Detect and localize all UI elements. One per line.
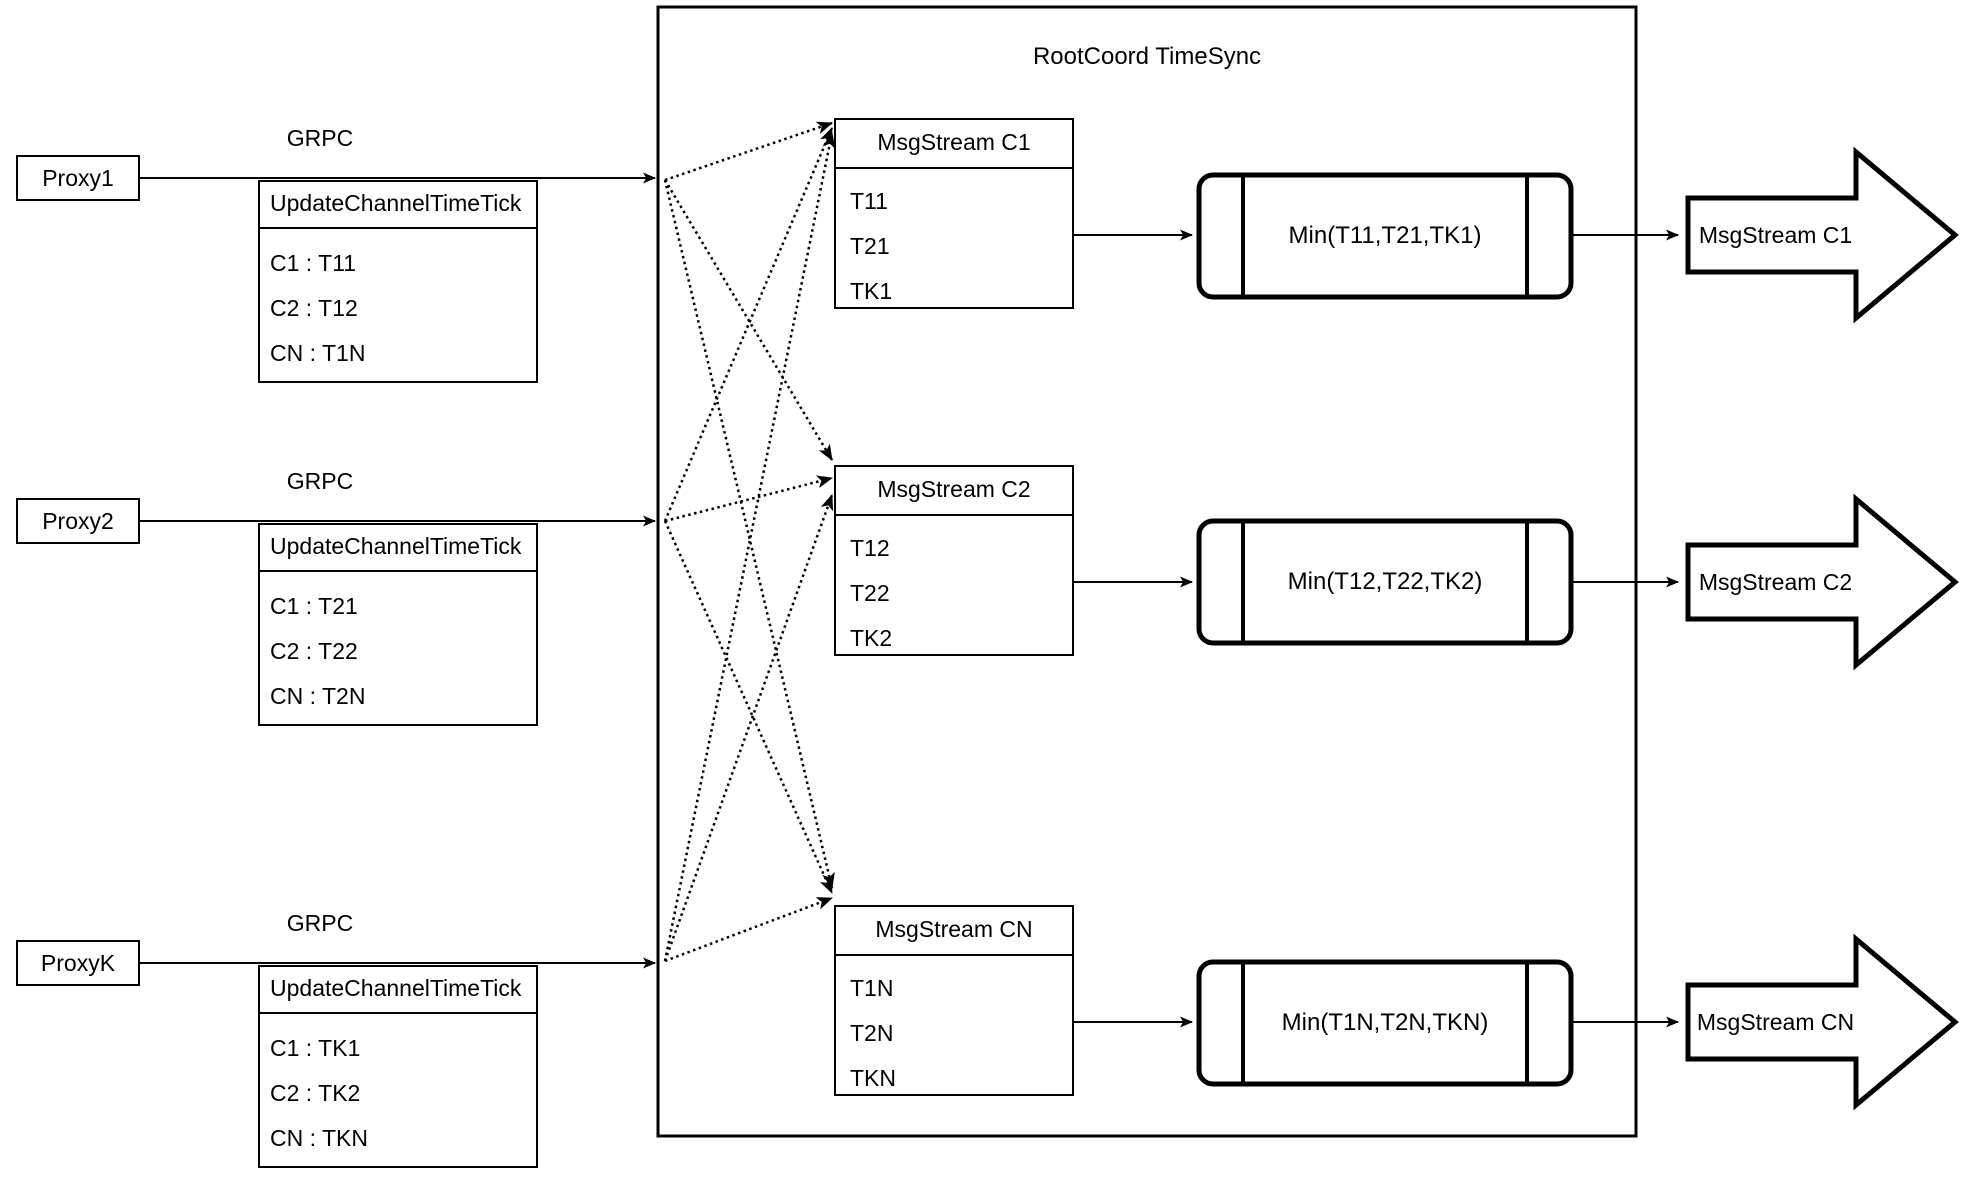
uct-entries: C1 : T21 C2 : T22 CN : T2N [260, 572, 536, 729]
msgstream-tick: T12 [850, 535, 890, 561]
uct-entry: C2 : T22 [270, 638, 358, 664]
uct-entry: CN : T2N [270, 683, 366, 709]
proxy-box-1[interactable]: Proxy1 [16, 155, 140, 201]
uct-entry: C1 : T21 [270, 593, 358, 619]
uct-entry: CN : TKN [270, 1125, 368, 1151]
msgstream-tick: T21 [850, 233, 890, 259]
proxy-label: Proxy2 [42, 507, 114, 534]
rootcoord-title: RootCoord TimeSync [1032, 43, 1262, 70]
msgstream-title: MsgStream C2 [836, 467, 1072, 516]
proxy-label: Proxy1 [42, 164, 114, 191]
grpc-label-1: GRPC [286, 125, 354, 151]
msgstream-tick: T11 [850, 188, 888, 214]
uct-entry: C1 : T11 [270, 250, 357, 276]
min-label-c1: Min(T11,T21,TK1) [1288, 222, 1482, 249]
msgstream-ticks: T1N T2N TKN [836, 956, 1072, 1107]
msgstream-ticks: T12 T22 TK2 [836, 516, 1072, 667]
update-channel-time-tick-box-1: UpdateChannelTimeTick C1 : T11 C2 : T12 … [258, 180, 538, 383]
min-label-cn: Min(T1N,T2N,TKN) [1281, 1009, 1489, 1036]
msgstream-ticks: T11 T21 TK1 [836, 169, 1072, 320]
msgstream-tick: TK2 [850, 625, 893, 651]
uct-entry: CN : T1N [270, 340, 366, 366]
msgstream-tick: T22 [850, 580, 890, 606]
proxy-box-2[interactable]: Proxy2 [16, 498, 140, 544]
msgstream-tick: TKN [850, 1065, 896, 1091]
uct-title: UpdateChannelTimeTick [260, 967, 536, 1014]
output-label-c2: MsgStream C2 [1698, 568, 1853, 595]
uct-entry: C1 : TK1 [270, 1035, 361, 1061]
update-channel-time-tick-box-2: UpdateChannelTimeTick C1 : T21 C2 : T22 … [258, 523, 538, 726]
msgstream-tick: TK1 [850, 278, 893, 304]
output-label-c1: MsgStream C1 [1698, 221, 1853, 248]
uct-entry: C2 : T12 [270, 295, 358, 321]
msgstream-box-cn: MsgStream CN T1N T2N TKN [834, 905, 1074, 1096]
msgstream-box-c1: MsgStream C1 T11 T21 TK1 [834, 118, 1074, 309]
uct-entries: C1 : TK1 C2 : TK2 CN : TKN [260, 1014, 536, 1171]
msgstream-title: MsgStream CN [836, 907, 1072, 956]
output-label-cn: MsgStream CN [1696, 1008, 1855, 1035]
update-channel-time-tick-box-k: UpdateChannelTimeTick C1 : TK1 C2 : TK2 … [258, 965, 538, 1168]
proxy-label: ProxyK [40, 949, 116, 976]
grpc-label-k: GRPC [286, 910, 354, 936]
grpc-label-2: GRPC [286, 468, 354, 494]
uct-entry: C2 : TK2 [270, 1080, 361, 1106]
uct-title: UpdateChannelTimeTick [260, 525, 536, 572]
min-label-c2: Min(T12,T22,TK2) [1287, 568, 1483, 595]
proxy-box-k[interactable]: ProxyK [16, 940, 140, 986]
msgstream-title: MsgStream C1 [836, 120, 1072, 169]
uct-entries: C1 : T11 C2 : T12 CN : T1N [260, 229, 536, 386]
uct-title: UpdateChannelTimeTick [260, 182, 536, 229]
msgstream-tick: T1N [850, 975, 894, 1001]
msgstream-box-c2: MsgStream C2 T12 T22 TK2 [834, 465, 1074, 656]
msgstream-tick: T2N [850, 1020, 894, 1046]
